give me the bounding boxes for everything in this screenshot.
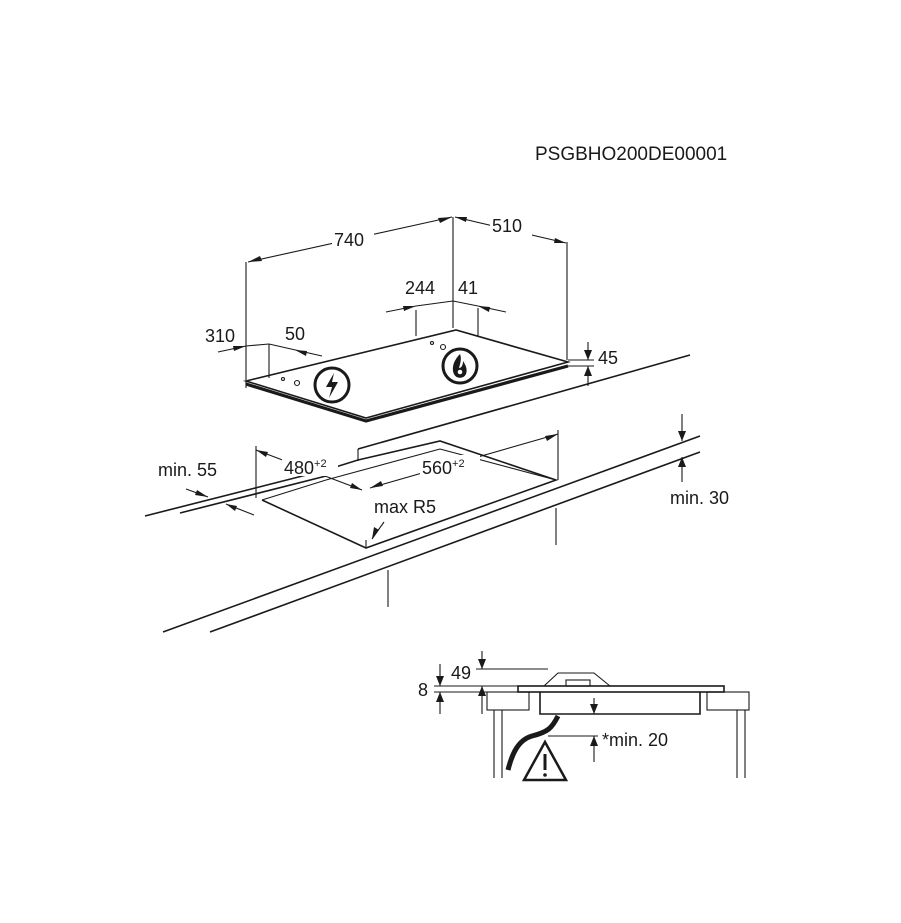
burner-cap xyxy=(543,672,611,687)
svg-text:*min. 20: *min. 20 xyxy=(602,730,668,750)
knob-dot xyxy=(280,376,286,382)
svg-text:740: 740 xyxy=(334,230,364,250)
svg-text:560+2: 560+2 xyxy=(422,458,465,478)
section-drawing xyxy=(486,672,750,782)
worktop-right-section xyxy=(706,691,750,711)
svg-text:45: 45 xyxy=(598,348,618,368)
dim-radius: max R5 xyxy=(371,497,436,540)
svg-text:310: 310 xyxy=(205,326,235,346)
gas-pipe xyxy=(505,714,561,771)
svg-text:8: 8 xyxy=(418,680,428,700)
hob-body xyxy=(539,692,701,715)
cutout-opening xyxy=(261,440,559,549)
model-code: PSGBHO200DE00001 xyxy=(535,144,727,165)
svg-text:min. 30: min. 30 xyxy=(670,488,729,508)
dim-8: 8 xyxy=(418,664,487,714)
worktop-drawing xyxy=(144,354,701,633)
knob-dot xyxy=(293,379,301,387)
hob-drawing xyxy=(242,329,571,423)
worktop-left-section xyxy=(486,691,530,711)
svg-text:480+2: 480+2 xyxy=(284,458,327,478)
svg-text:244: 244 xyxy=(405,278,435,298)
svg-text:50: 50 xyxy=(285,324,305,344)
lightning-bolt-icon xyxy=(313,366,351,404)
dim-min20: *min. 20 xyxy=(590,698,668,762)
svg-text:49: 49 xyxy=(451,663,471,683)
warning-triangle-icon xyxy=(521,739,569,782)
dim-min55: min. 55 xyxy=(158,460,255,516)
svg-text:min. 55: min. 55 xyxy=(158,460,217,480)
hob-top-surface xyxy=(242,329,571,419)
svg-text:510: 510 xyxy=(492,216,522,236)
dim-510: 510 xyxy=(454,214,567,244)
svg-text:41: 41 xyxy=(458,278,478,298)
dim-45: 45 xyxy=(568,342,618,386)
dim-min30: min. 30 xyxy=(670,414,729,508)
dim-49: 49 xyxy=(451,651,548,714)
dim-740: 740 xyxy=(247,216,453,263)
knob-dot xyxy=(439,343,447,351)
dim-560: 560+2 xyxy=(369,430,559,489)
dim-480: 480+2 xyxy=(255,446,363,498)
dim-244-41: 244 41 xyxy=(385,278,507,313)
extension-lines xyxy=(245,217,568,380)
knob-dot xyxy=(429,340,435,346)
svg-text:max R5: max R5 xyxy=(374,497,436,517)
flame-icon xyxy=(441,347,479,385)
hob-front-edge xyxy=(245,364,569,423)
hob-plate xyxy=(517,685,725,693)
dim-310-50: 310 50 xyxy=(205,324,323,357)
